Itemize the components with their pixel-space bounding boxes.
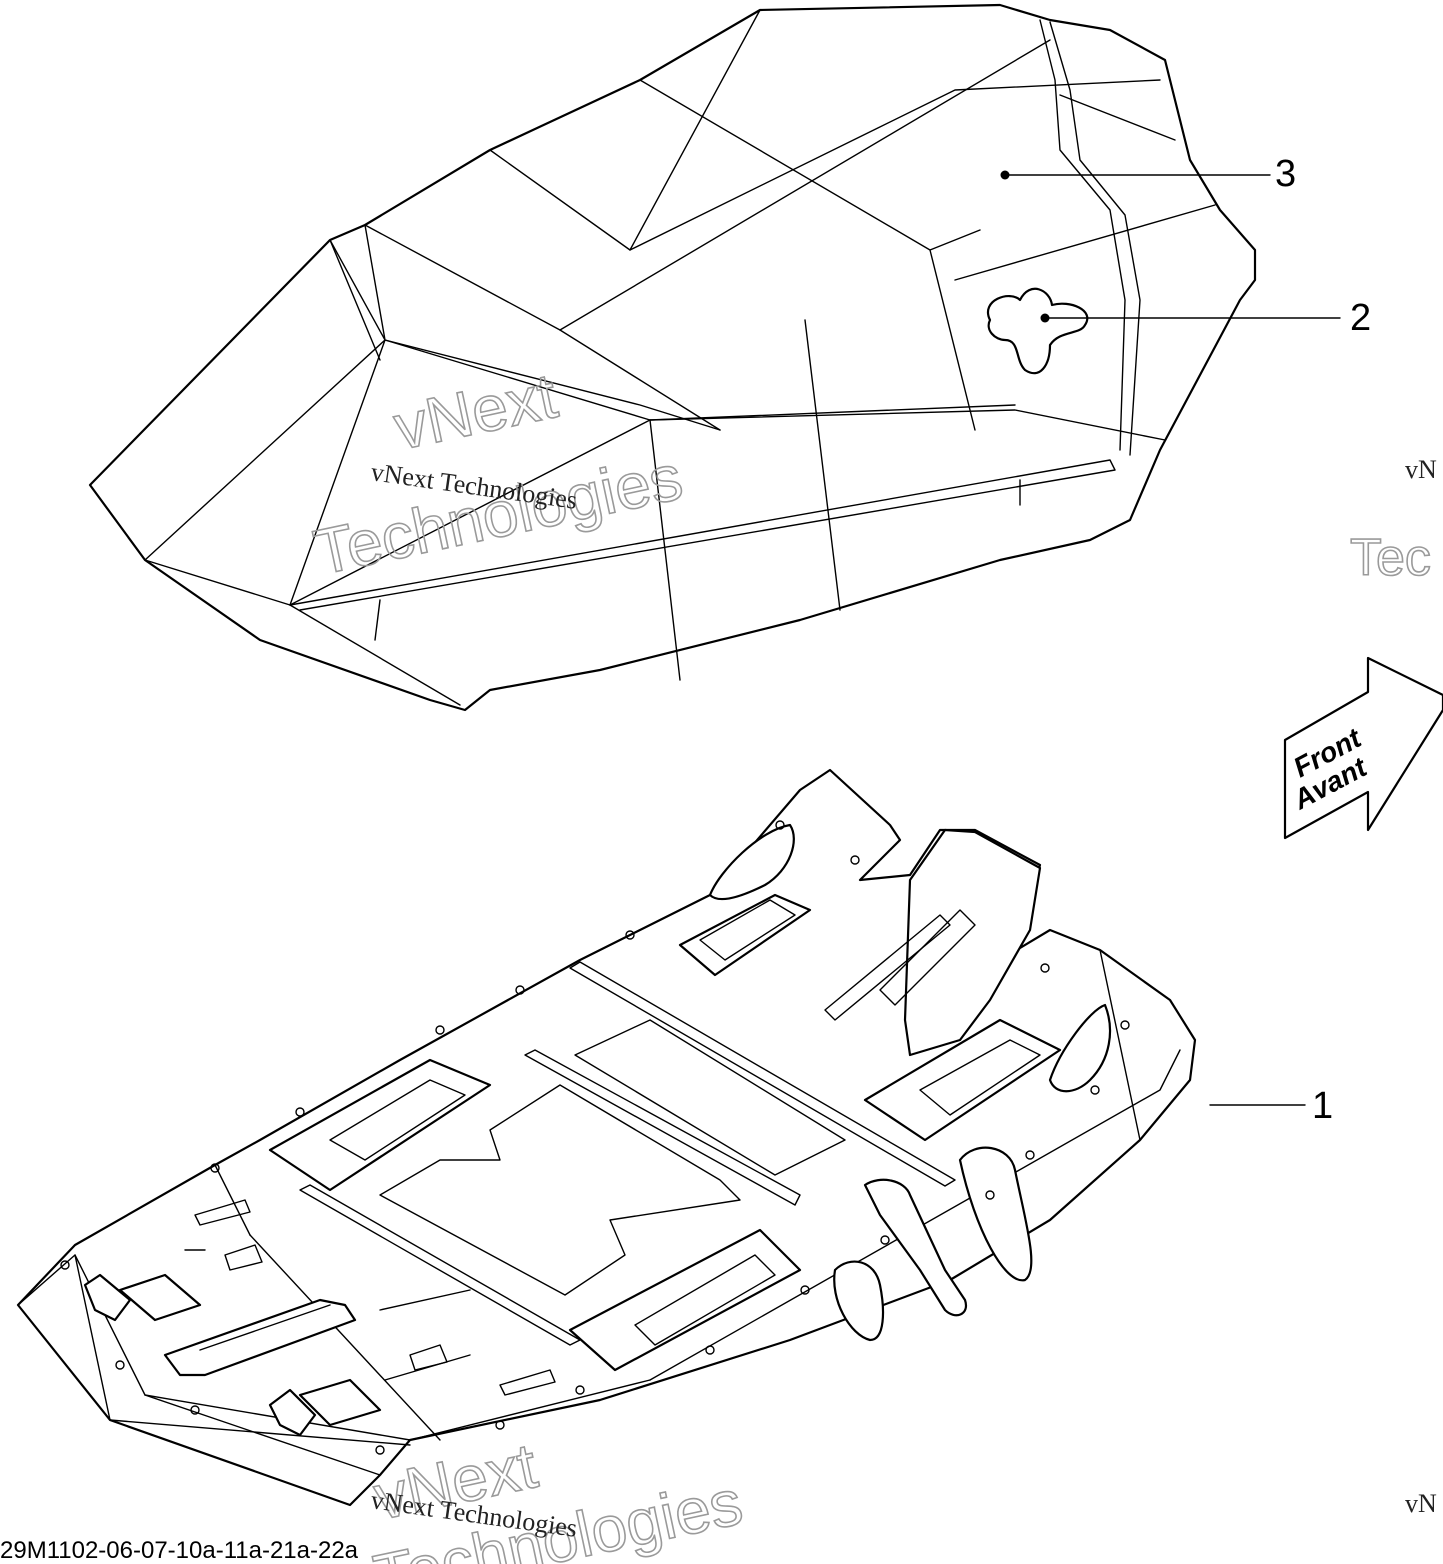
watermark-edge-upper-big: Tec (1350, 529, 1431, 587)
watermark-big-line1: vNext (388, 359, 563, 463)
watermark-lower: vNext Technologies vNext Technologies (367, 1428, 749, 1564)
watermark-edge-lower: vN (1405, 1489, 1437, 1518)
watermark-big-line2: Technologies (308, 441, 688, 589)
seat-cover-illustration (88, 3, 1341, 712)
watermark-edge-upper: vN (1405, 455, 1437, 484)
callout-3-number: 3 (1275, 153, 1296, 195)
callout-1-number: 1 (1312, 1085, 1333, 1127)
watermark-upper: vNext Technologies vNext Technologies (307, 358, 689, 589)
callout-2-number: 2 (1350, 297, 1371, 339)
seat-base-illustration (16, 768, 1306, 1507)
front-direction-arrow: Front Avant (1283, 656, 1443, 840)
drawing-code: 29M1102-06-07-10a-11a-21a-22a (0, 1537, 359, 1564)
mounting-holes (60, 820, 1130, 1455)
